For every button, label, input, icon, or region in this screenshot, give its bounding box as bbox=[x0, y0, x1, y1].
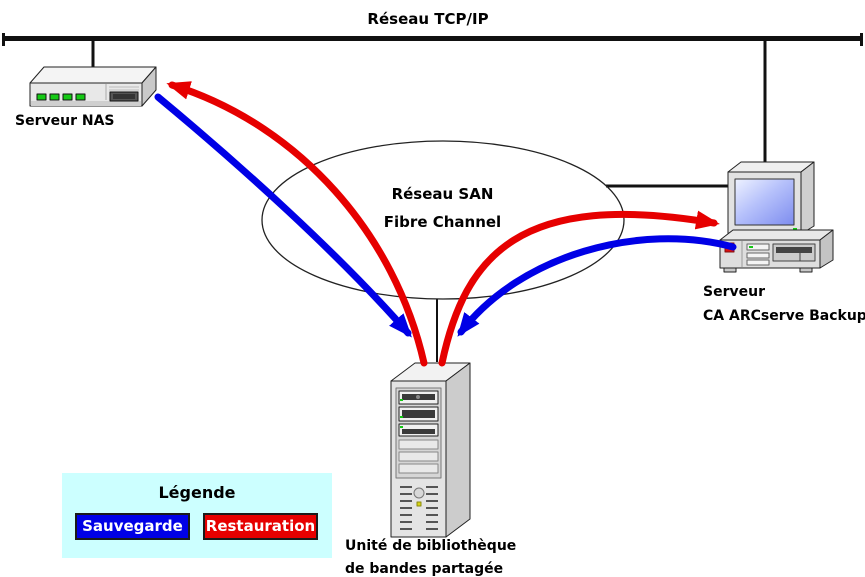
backup-arrow-nas-to-library bbox=[154, 93, 412, 338]
tape-library-label-line2: de bandes partagée bbox=[345, 561, 504, 577]
backup-server-label-line2: CA ARCserve Backup bbox=[703, 308, 865, 324]
nas-server-icon bbox=[29, 66, 157, 107]
legend-restore-chip: Restauration bbox=[203, 513, 318, 540]
library-tape-drives bbox=[398, 390, 439, 437]
nas-server-label: Serveur NAS bbox=[15, 113, 115, 129]
san-ellipse bbox=[261, 140, 625, 300]
san-label: Réseau SAN Fibre Channel bbox=[360, 180, 525, 236]
nas-led-lights bbox=[36, 93, 86, 101]
library-vents bbox=[400, 486, 438, 530]
tape-library-label-line1: Unité de bibliothèque bbox=[345, 538, 517, 554]
monitor-screen bbox=[734, 178, 795, 226]
flow-arrows bbox=[154, 81, 737, 367]
backup-server-label: Serveur CA ARCserve Backup bbox=[703, 280, 865, 328]
tcpip-network-line bbox=[2, 33, 863, 46]
backup-server-label-line1: Serveur bbox=[703, 284, 765, 300]
backup-server-icon bbox=[719, 161, 834, 273]
library-power-button bbox=[413, 487, 425, 499]
legend-box: Légende Sauvegarde Restauration bbox=[62, 473, 332, 558]
tape-library-icon bbox=[390, 362, 471, 538]
backup-arrow-server-to-library bbox=[457, 235, 737, 337]
legend-backup-chip: Sauvegarde bbox=[75, 513, 190, 540]
library-status-led bbox=[416, 501, 422, 507]
library-blank-bays bbox=[398, 439, 439, 474]
legend-title: Légende bbox=[158, 483, 236, 502]
san-label-line1: Réseau SAN bbox=[391, 185, 494, 203]
restore-arrow-library-to-server bbox=[438, 210, 720, 367]
tcpip-network-label: Réseau TCP/IP bbox=[367, 10, 489, 28]
restore-arrow-library-to-nas bbox=[166, 81, 428, 367]
san-label-line2: Fibre Channel bbox=[383, 213, 502, 231]
tape-library-label: Unité de bibliothèque de bandes partagée bbox=[345, 535, 516, 577]
